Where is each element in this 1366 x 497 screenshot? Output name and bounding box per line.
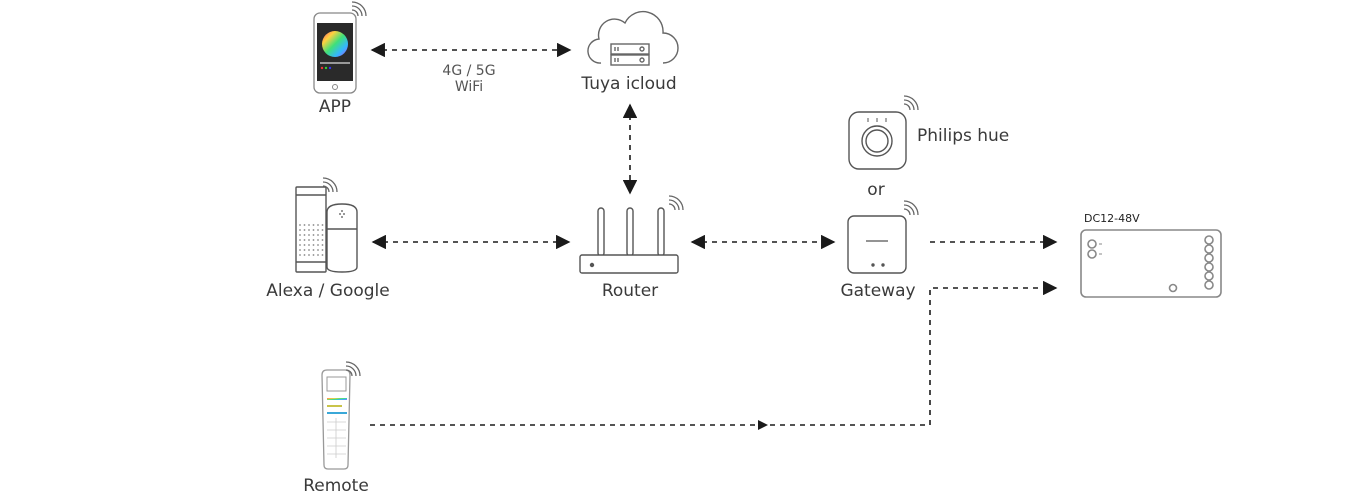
cloud-label: Tuya icloud <box>581 74 677 94</box>
grille-dot <box>317 224 319 226</box>
remote-control-icon <box>321 369 351 470</box>
wifi-signal-icon <box>351 1 367 17</box>
grille-dot <box>308 224 310 226</box>
speaker-grille <box>299 224 324 256</box>
grille-dot <box>299 249 301 251</box>
grille-dot <box>299 239 301 241</box>
grille-dot <box>303 249 306 251</box>
grille-dot <box>308 249 310 251</box>
or-label: or <box>867 180 885 200</box>
grille-dot <box>321 254 324 256</box>
grille-dot <box>312 224 315 226</box>
grille-dot <box>299 234 301 236</box>
grille-dot <box>321 244 324 246</box>
phone-icon <box>313 12 357 94</box>
grille-dot <box>299 254 301 256</box>
grille-dot <box>308 239 310 241</box>
cloud-server-icon <box>587 10 679 66</box>
connection-type-line1: 4G / 5G <box>442 63 496 79</box>
grille-dot <box>303 229 306 231</box>
grille-dot <box>308 254 310 256</box>
grille-dot <box>312 239 315 241</box>
grille-dot <box>312 234 315 236</box>
gateway-icon <box>847 215 907 274</box>
grille-dot <box>308 229 310 231</box>
app-label: APP <box>318 97 352 117</box>
grille-dot <box>317 249 319 251</box>
router-icon <box>579 207 679 274</box>
grille-dot <box>308 244 310 246</box>
link-remote-controller <box>370 280 1058 426</box>
grille-dot <box>321 224 324 226</box>
grille-dot <box>312 244 315 246</box>
controller-icon <box>1080 229 1222 298</box>
grille-dot <box>321 249 324 251</box>
wifi-signal-icon <box>668 195 684 211</box>
controller-voltage-label: DC12-48V <box>1084 212 1140 225</box>
grille-dot <box>299 224 301 226</box>
wifi-signal-icon <box>903 95 919 111</box>
wifi-signal-icon <box>345 361 361 377</box>
connection-type-label: 4G / 5G WiFi <box>442 63 495 95</box>
grille-dot <box>308 234 310 236</box>
wifi-signal-icon <box>322 177 338 193</box>
grille-dot <box>317 239 319 241</box>
grille-dot <box>303 234 306 236</box>
gateway-label: Gateway <box>840 281 916 301</box>
remote-label: Remote <box>303 476 369 496</box>
grille-dot <box>321 234 324 236</box>
alexa-google-label: Alexa / Google <box>266 281 390 301</box>
grille-dot <box>303 244 306 246</box>
remote-line-arrowhead <box>758 420 768 430</box>
grille-dot <box>317 244 319 246</box>
grille-dot <box>303 239 306 241</box>
grille-dot <box>317 234 319 236</box>
philips-hue-bridge-icon <box>848 111 907 170</box>
grille-dot <box>299 229 301 231</box>
wifi-signal-icon <box>903 200 919 216</box>
grille-dot <box>303 254 306 256</box>
smart-speaker-icon <box>295 186 358 273</box>
router-label: Router <box>601 281 659 301</box>
grille-dot <box>312 249 315 251</box>
grille-dot <box>317 229 319 231</box>
grille-dot <box>312 229 315 231</box>
grille-dot <box>321 229 324 231</box>
grille-dot <box>321 239 324 241</box>
philips-hue-label: Philips hue <box>917 126 1010 146</box>
grille-dot <box>312 254 315 256</box>
grille-dot <box>299 244 301 246</box>
grille-dot <box>317 254 319 256</box>
connection-type-line2: WiFi <box>454 79 484 96</box>
grille-dot <box>303 224 306 226</box>
